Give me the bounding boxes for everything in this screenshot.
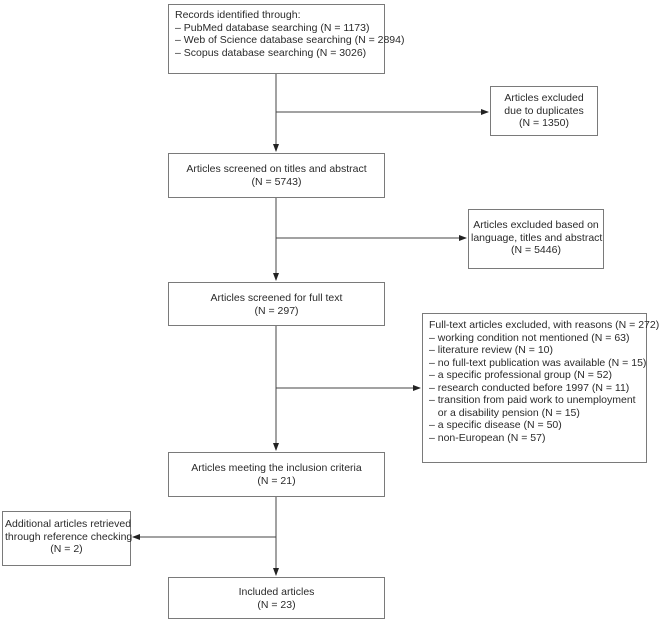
screened-titles-box: Articles screened on titles and abstract… <box>168 153 385 198</box>
inclusion-count: (N = 21) <box>257 474 296 487</box>
screened-full-count: (N = 297) <box>254 304 299 317</box>
included-label: Included articles <box>238 586 315 598</box>
included-articles-box: Included articles (N = 23) <box>168 577 385 619</box>
fulltext-excluded-box: Full-text articles excluded, with reason… <box>422 313 659 463</box>
records-title: Records identified through: <box>175 9 301 21</box>
screened-full-box: Articles screened for full text (N = 297… <box>168 282 385 326</box>
duplicates-excluded-box: Articles excluded due to duplicates (N =… <box>490 86 598 136</box>
fulltext-reason: – working condition not mentioned (N = 6… <box>429 331 630 344</box>
language-excluded-line-1: Articles excluded based on <box>473 219 599 231</box>
records-item-wos: – Web of Science database searching (N =… <box>175 34 405 46</box>
duplicates-line-3: (N = 1350) <box>519 117 569 129</box>
fulltext-reason: – literature review (N = 10) <box>429 344 554 356</box>
screened-full-label: Articles screened for full text <box>210 292 343 304</box>
language-excluded-line-3: (N = 5446) <box>511 244 561 256</box>
inclusion-label: Articles meeting the inclusion criteria <box>191 462 362 474</box>
additional-articles-box: Additional articles retrieved through re… <box>2 511 133 566</box>
language-excluded-box: Articles excluded based on language, tit… <box>468 209 604 269</box>
additional-line-2: through reference checking <box>5 530 133 543</box>
fulltext-reason: – transition from paid work to unemploym… <box>429 394 636 406</box>
duplicates-line-1: Articles excluded <box>504 92 584 104</box>
screened-titles-label: Articles screened on titles and abstract <box>186 163 367 175</box>
records-item-pubmed: – PubMed database searching (N = 1173) <box>175 21 370 34</box>
fulltext-reason: – no full-text publication was available… <box>429 356 647 369</box>
records-item-scopus: – Scopus database searching (N = 3026) <box>175 46 367 59</box>
language-excluded-line-2: language, titles and abstract <box>471 231 603 244</box>
screened-titles-count: (N = 5743) <box>251 175 302 188</box>
records-identified-box: Records identified through: – PubMed dat… <box>168 4 405 74</box>
fulltext-reason: or a disability pension (N = 15) <box>429 406 580 419</box>
fulltext-reason: – research conducted before 1997 (N = 11… <box>429 381 630 394</box>
additional-line-1: Additional articles retrieved <box>5 518 132 530</box>
duplicates-line-2: due to duplicates <box>504 104 584 117</box>
additional-line-3: (N = 2) <box>50 543 83 555</box>
fulltext-reason: – non-European (N = 57) <box>429 431 546 444</box>
included-count: (N = 23) <box>257 598 296 611</box>
fulltext-reason: – a specific disease (N = 50) <box>429 419 562 431</box>
inclusion-criteria-box: Articles meeting the inclusion criteria … <box>168 452 385 497</box>
fulltext-excluded-title: Full-text articles excluded, with reason… <box>429 319 659 331</box>
fulltext-reason: – a specific professional group (N = 52) <box>429 369 612 381</box>
